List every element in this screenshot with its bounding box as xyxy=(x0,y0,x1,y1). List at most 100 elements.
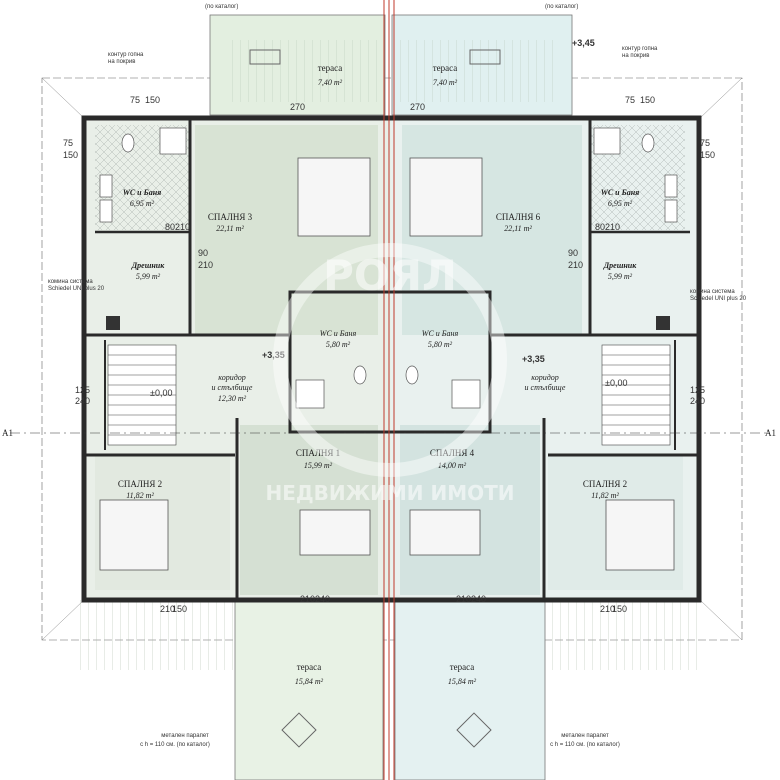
bedroom3-name: СПАЛНЯ 3 xyxy=(208,212,253,222)
terrace-top-right-area: 7,40 m² xyxy=(433,78,458,87)
wc-bath-small-left-area: 5,80 m² xyxy=(326,340,351,349)
terrace-bottom-left-name: тераса xyxy=(297,662,322,672)
wardrobe-right-name: Дрешник xyxy=(603,261,638,270)
dim-270-tr: 270 xyxy=(410,102,425,112)
chimney-left-l2: Schiedel UNI plus 20 xyxy=(48,286,105,292)
dim-150-bl: 150 xyxy=(172,604,187,614)
dim-210-br: 210 xyxy=(600,604,615,614)
dim-240-bc-r: 240 xyxy=(471,594,486,604)
wardrobe-right-area: 5,99 m² xyxy=(608,272,633,281)
terrace-bottom-left xyxy=(234,599,384,780)
chimney-left-l1: комина система xyxy=(48,279,93,285)
staircase-left xyxy=(107,344,177,446)
dim-150-left: 150 xyxy=(63,150,78,160)
bed-icon xyxy=(99,157,675,571)
dim-210-right: 210 xyxy=(605,222,620,232)
dim-75-right: 75 xyxy=(700,138,710,148)
terrace-top-left-area: 7,40 m² xyxy=(318,78,343,87)
parapet-left-l1: метален парапет xyxy=(161,733,209,739)
roof-contour-label-l1: контур гопна xyxy=(108,52,144,58)
watermark-sub: НЕДВИЖИМИ ИМОТИ xyxy=(265,481,514,505)
chimney-right-l2: Schiedel UNI plus 20 xyxy=(690,296,747,302)
dim-150-top-right: 150 xyxy=(640,95,655,105)
corridor-left-area: 12,30 m² xyxy=(218,394,247,403)
dim-75-left: 75 xyxy=(63,138,73,148)
corridor-right-l2: и стълбище xyxy=(525,383,566,392)
parapet-right-l2: с h = 110 см. (по каталог) xyxy=(550,742,620,748)
wardrobe-left-area: 5,99 m² xyxy=(136,272,161,281)
dim-150-top-left: 150 xyxy=(145,95,160,105)
wc-bath-left-area: 6,95 m² xyxy=(130,199,155,208)
walls xyxy=(81,115,702,603)
elevation-top: +3,45 xyxy=(572,38,595,48)
elevation-left: +3,35 xyxy=(262,350,285,360)
dim-80-right: 80 xyxy=(595,222,605,232)
terrace-top-right-name: тераса xyxy=(433,63,458,73)
dim-75-top-right: 75 xyxy=(625,95,635,105)
dim-210-bc-r: 210 xyxy=(456,594,471,604)
bedroom6-area-text: 22,11 m² xyxy=(504,224,532,233)
party-wall-axis xyxy=(383,0,395,780)
bedroom2-left-name: СПАЛНЯ 2 xyxy=(118,479,162,489)
dim-210-r2: 210 xyxy=(568,260,583,270)
corridor-left-l1: коридор xyxy=(218,373,245,382)
dim-210-bc-l: 210 xyxy=(300,594,315,604)
bedroom2-left-area-text: 11,82 m² xyxy=(126,491,154,500)
corridor-right-l1: коридор xyxy=(531,373,558,382)
top-note-right: (по каталог) xyxy=(545,4,578,10)
wc-bath-small-left-name: WC и Баня xyxy=(320,329,357,338)
dim-90-r: 90 xyxy=(568,248,578,258)
staircase-right xyxy=(601,344,671,446)
terrace-bottom-left-area: 15,84 m² xyxy=(295,677,324,686)
parapet-right-l1: метален парапет xyxy=(561,733,609,739)
bedroom3-area-text: 22,11 m² xyxy=(216,224,244,233)
chimney-right-l1: комина система xyxy=(690,289,735,295)
elevation-right: +3,35 xyxy=(522,354,545,364)
stair-elev-left: ±0,00 xyxy=(150,388,172,398)
sink-icon xyxy=(99,174,678,223)
dim-125-right: 125 xyxy=(690,385,705,395)
table-chairs-icon xyxy=(249,49,501,748)
terrace-top-left-name: тераса xyxy=(318,63,343,73)
dim-150-right: 150 xyxy=(700,150,715,160)
bedroom2-right-name: СПАЛНЯ 2 xyxy=(583,479,627,489)
bedroom2-right-area-text: 11,82 m² xyxy=(591,491,619,500)
terrace-bottom-right-name: тераса xyxy=(450,662,475,672)
top-note-left: (по каталог) xyxy=(205,4,238,10)
dim-210-l2: 210 xyxy=(198,260,213,270)
roof-contour-label-r2: на покрив xyxy=(622,53,649,59)
parapet-left-l2: с h = 110 см. (по каталог) xyxy=(140,742,210,748)
dim-210-left: 210 xyxy=(175,222,190,232)
section-mark-right: A1 xyxy=(765,428,776,438)
stair-elev-right: ±0,00 xyxy=(605,378,627,388)
dim-150-br: 150 xyxy=(612,604,627,614)
watermark-logo: РОЯЛ НЕДВИЖИМИ ИМОТИ xyxy=(265,243,515,505)
wardrobe-left-name: Дрешник xyxy=(131,261,166,270)
dim-125-left: 125 xyxy=(75,385,90,395)
dimension-labels: 75 150 75 150 75 150 75 150 270 270 125 … xyxy=(63,95,715,614)
dim-240-left: 240 xyxy=(75,396,90,406)
dim-210-bl: 210 xyxy=(160,604,175,614)
section-mark-left: A1 xyxy=(2,428,13,438)
wc-bath-small-right-name: WC и Баня xyxy=(422,329,459,338)
dim-80-left: 80 xyxy=(165,222,175,232)
terrace-bottom-right xyxy=(394,599,546,780)
dim-240-bc-l: 240 xyxy=(315,594,330,604)
roof-contour-label-l2: на покрив xyxy=(108,59,135,65)
watermark-main: РОЯЛ xyxy=(323,251,457,300)
toilet-icon xyxy=(121,133,655,385)
dim-240-right: 240 xyxy=(690,396,705,406)
dim-90-l: 90 xyxy=(198,248,208,258)
chimney-right xyxy=(656,316,670,330)
bedroom6-name: СПАЛНЯ 6 xyxy=(496,212,541,222)
dim-75-top-left: 75 xyxy=(130,95,140,105)
wc-bath-right-name: WC и Баня xyxy=(601,188,640,197)
wc-bath-left-name: WC и Баня xyxy=(123,188,162,197)
terrace-bottom-right-area: 15,84 m² xyxy=(448,677,477,686)
dim-270-tl: 270 xyxy=(290,102,305,112)
bedroom1-name: СПАЛНЯ 1 xyxy=(296,448,340,458)
bedroom4-name: СПАЛНЯ 4 xyxy=(430,448,475,458)
corridor-left-l2: и стълбище xyxy=(212,383,253,392)
chimney-left xyxy=(106,316,120,330)
